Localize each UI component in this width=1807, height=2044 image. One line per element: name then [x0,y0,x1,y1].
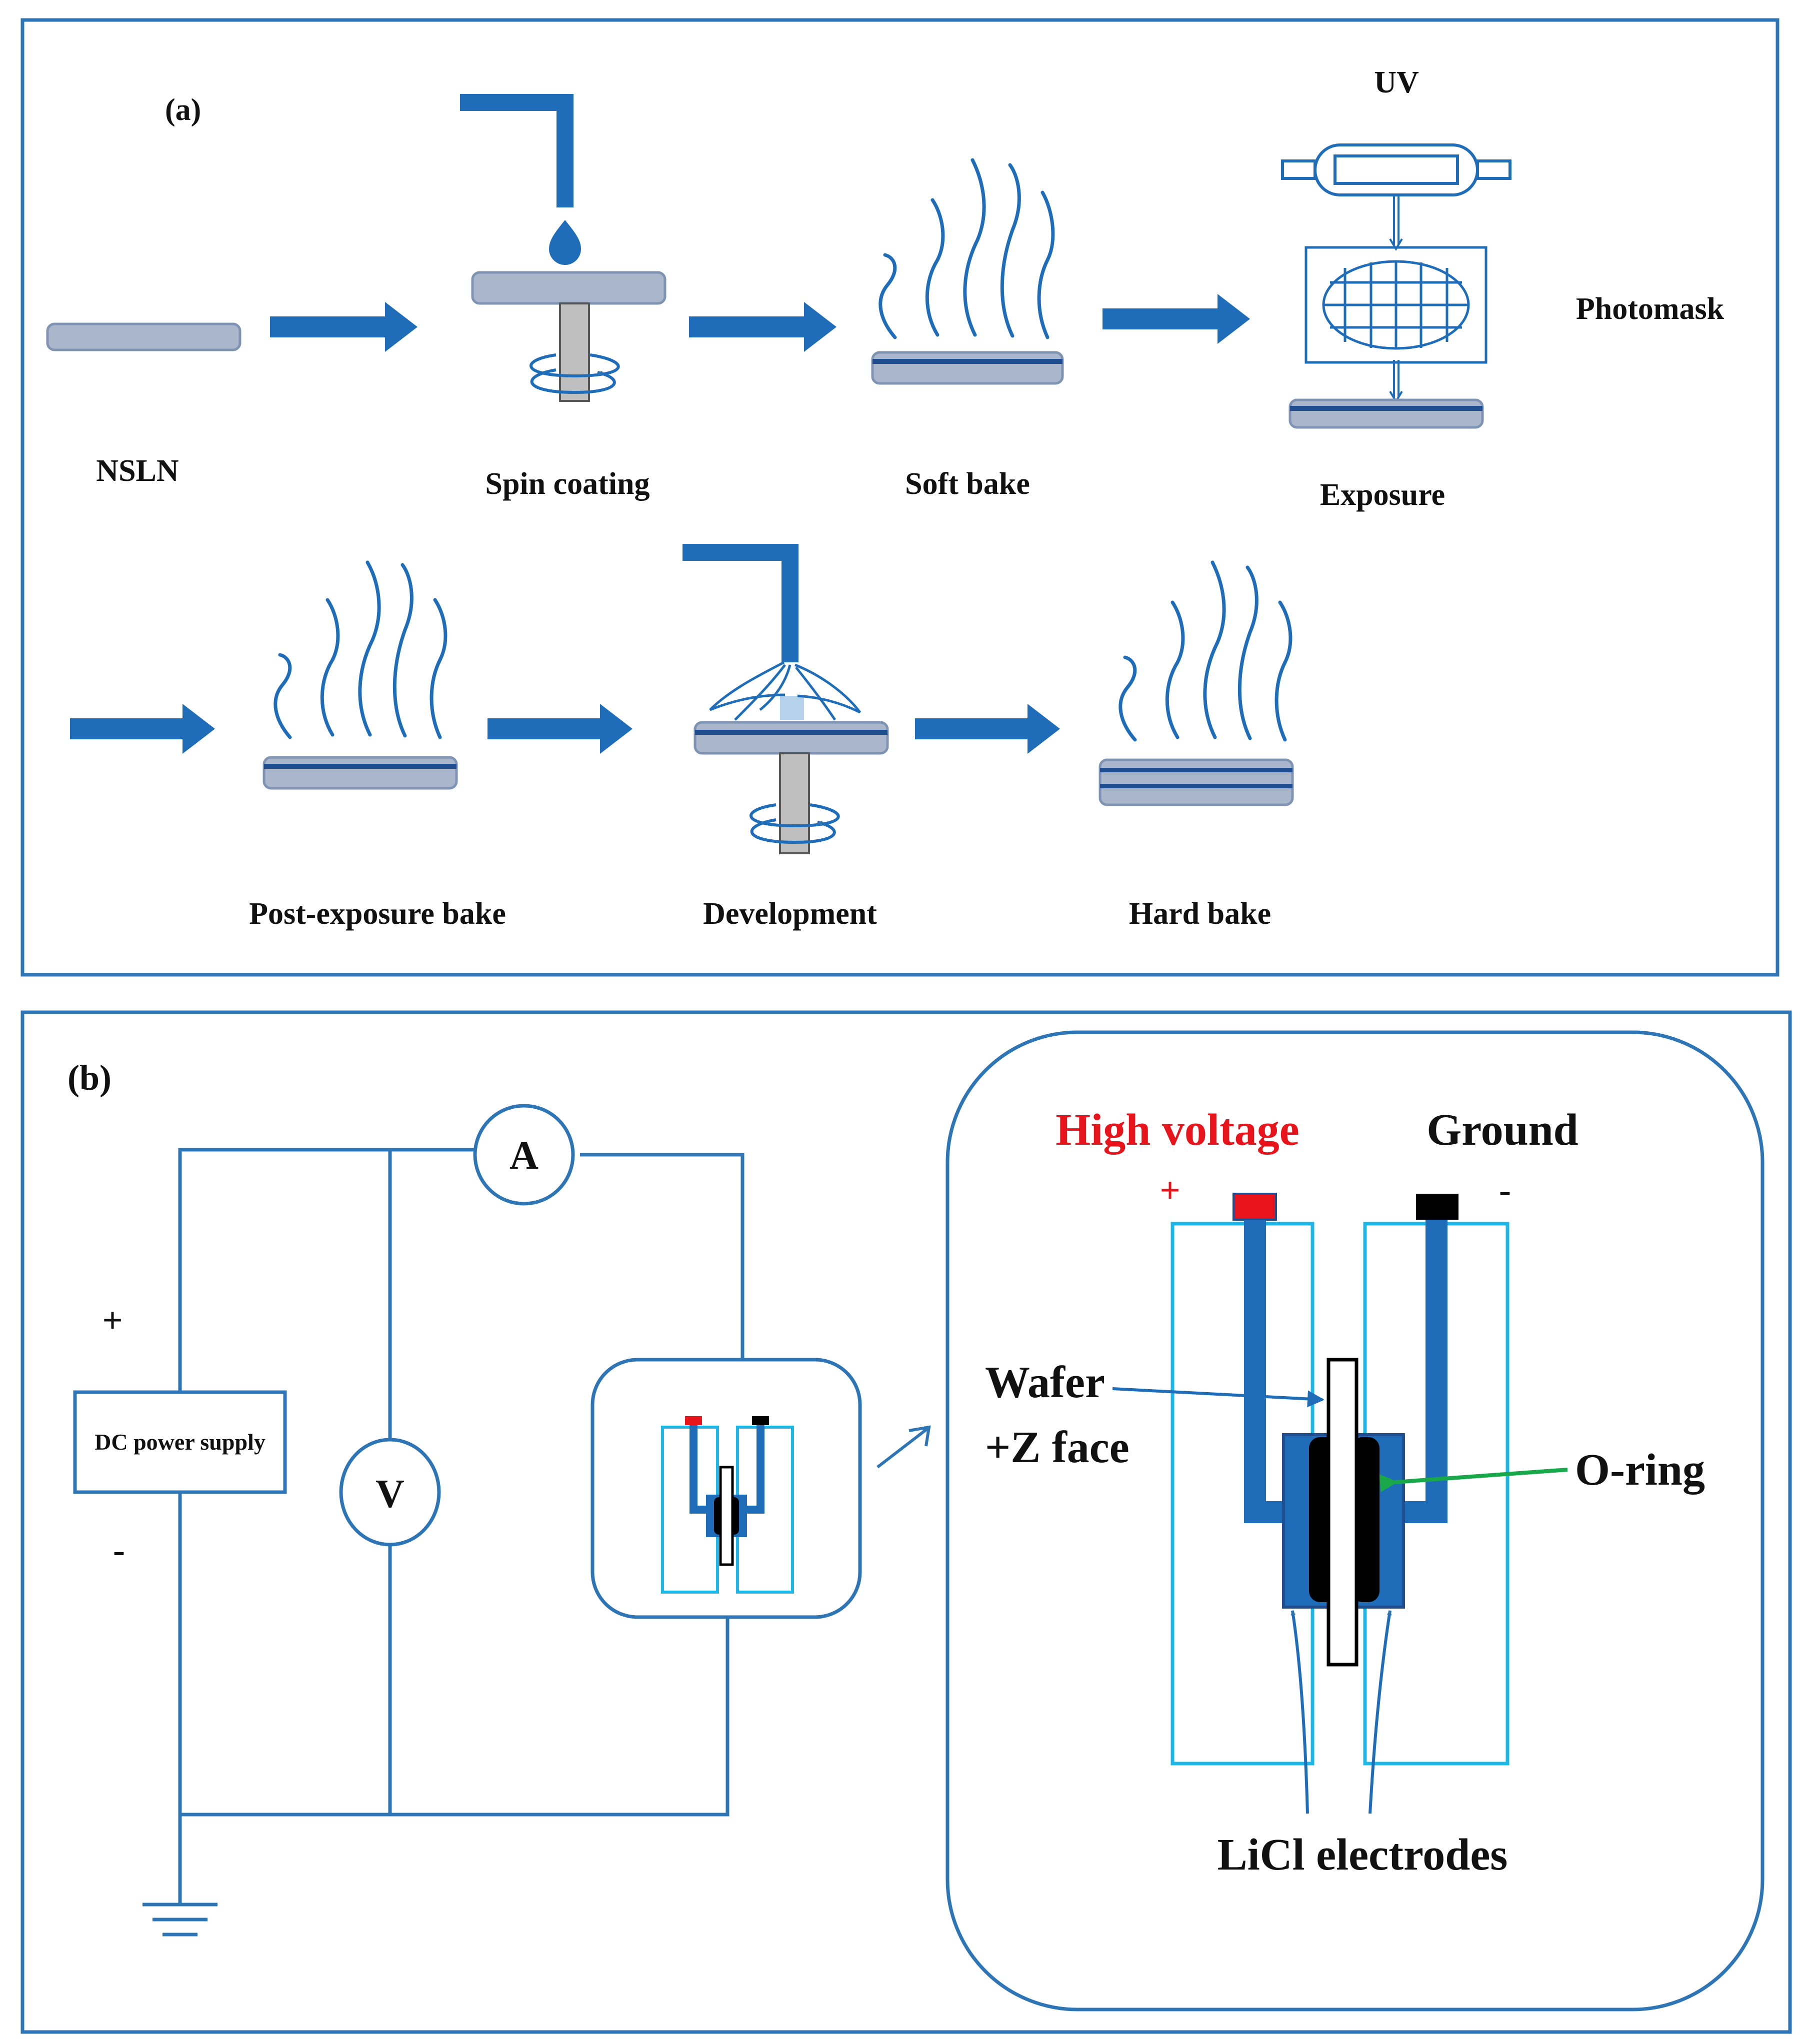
process-arrow-4 [70,704,215,754]
exposure-icon [1281,143,1512,429]
uv-beam-icon [1389,196,1403,403]
post-exposure-bake-label: Post-exposure bake [249,897,506,931]
spin-coating-label: Spin coating [485,467,650,501]
process-arrow-6 [915,704,1060,754]
supply-plus-sign: + [102,1300,122,1340]
high-voltage-terminal [1232,1193,1277,1221]
ammeter [473,1104,575,1206]
dc-power-supply [73,1390,287,1494]
circuit-wires [178,1148,744,1905]
o-ring-pointer-arrow [1379,1468,1568,1493]
photomask-label: Photomask [1576,292,1724,326]
heat-waves-icon [878,158,1055,339]
development-icon [682,544,889,854]
post-exposure-bake-icon [262,560,458,790]
high-voltage-label: High voltage [1056,1105,1300,1155]
rotation-icon [750,803,840,844]
process-arrow-1 [270,302,418,352]
developer-spray-icon [709,661,861,721]
panel-b-frame [20,1010,1792,2034]
poling-cell-detail [1170,1193,1510,1766]
zoom-arrow [876,1425,931,1469]
uv-label: UV [1374,65,1419,99]
soft-bake-label: Soft bake [905,467,1030,501]
supply-minus-sign: - [113,1530,125,1570]
o-ring-label: O-ring [1575,1445,1705,1495]
electrode-lead-right [1398,1220,1448,1523]
ground-symbol-icon [142,1903,218,1937]
ground-terminal [1416,1194,1458,1220]
resist-drop-icon [549,220,581,265]
panel-b-label: (b) [68,1058,112,1098]
wafer [1326,1358,1358,1667]
hard-bake-icon [1098,560,1294,806]
licl-pointer-right [1368,1610,1392,1814]
soft-bake-icon [871,158,1064,385]
wafer-label: Wafer [985,1358,1105,1407]
wafer-pointer-arrow [1112,1387,1324,1408]
electrode-lead-left [1244,1220,1290,1523]
process-arrow-3 [1102,294,1250,344]
panel-a-frame [20,18,1780,977]
nsln-wafer [46,322,242,351]
photomask-icon [1304,246,1488,364]
panel-a-label: (a) [165,93,201,127]
process-arrow-5 [488,704,632,754]
detail-plus-sign: + [1160,1170,1180,1210]
uv-lamp-icon [1281,143,1512,196]
heat-waves-icon [1118,560,1292,742]
o-ring-right [1352,1437,1380,1602]
ground-label: Ground [1426,1105,1578,1155]
hard-bake-label: Hard bake [1129,897,1271,931]
dc-power-supply-label: DC power supply [94,1429,266,1455]
detail-minus-sign: - [1499,1170,1511,1210]
voltmeter [339,1438,441,1547]
exposure-label: Exposure [1320,478,1445,512]
voltmeter-label: V [376,1472,404,1516]
development-label: Development [703,897,877,931]
z-face-label: +Z face [985,1423,1130,1472]
licl-electrodes-label: LiCl electrodes [1218,1830,1508,1880]
ammeter-label: A [510,1134,538,1178]
heat-waves-icon [274,560,448,739]
process-arrow-2 [689,302,836,352]
spin-coating-icon [460,94,666,402]
poling-cell-small [590,1358,862,1619]
rotation-icon [530,353,620,394]
nsln-label: NSLN [96,454,178,488]
licl-pointer-left [1290,1610,1309,1814]
